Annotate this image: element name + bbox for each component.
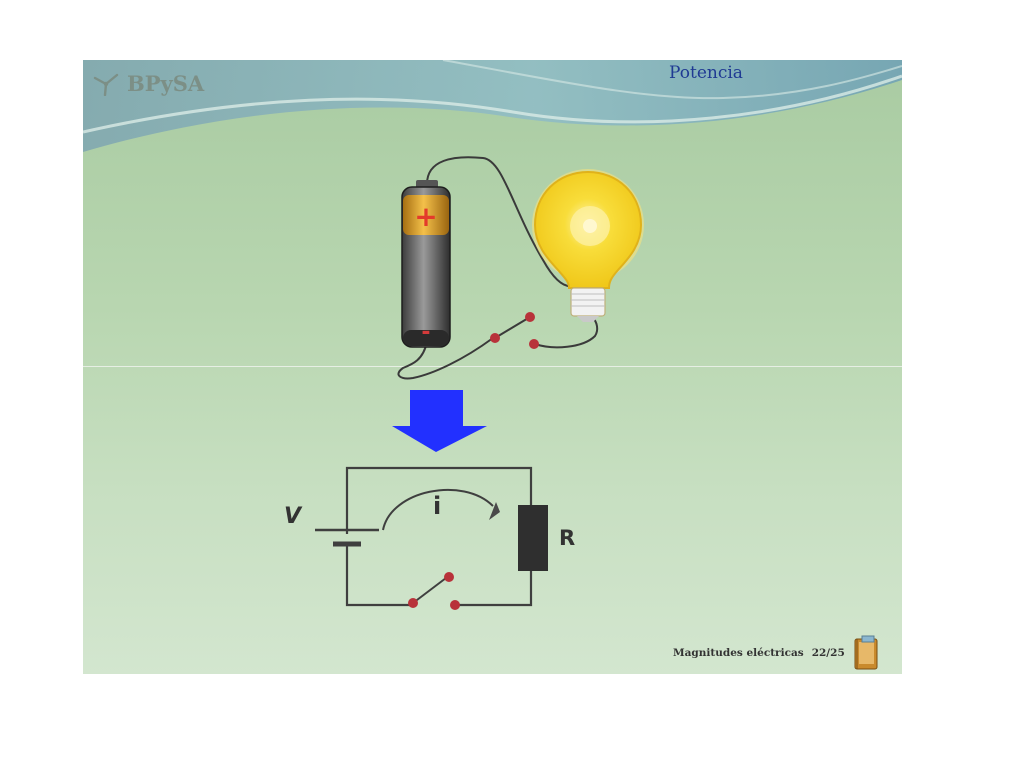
footer: Magnitudes eléctricas 22/25 (673, 634, 881, 672)
circuit-diagram: + - (315, 156, 644, 610)
voltage-label: V (284, 504, 302, 529)
picture-wires (397, 156, 599, 380)
current-direction-arrow (382, 488, 500, 531)
battery-plus-icon: + (414, 200, 437, 233)
schematic-switch-icon (408, 572, 460, 610)
battery-minus-icon: - (421, 320, 430, 345)
header-wave-band (83, 60, 902, 152)
footer-caption: Magnitudes eléctricas (673, 647, 804, 659)
picture-switch-icon (490, 312, 539, 349)
current-label: i (433, 492, 442, 520)
resistor-symbol-icon (518, 505, 548, 571)
schematic-wires (345, 466, 533, 607)
book-icon (854, 635, 878, 670)
down-arrow-icon (392, 390, 487, 452)
resistor-label: R (559, 526, 576, 550)
logo-icon (93, 73, 119, 96)
light-bulb-icon (532, 169, 644, 322)
battery-icon (401, 180, 451, 348)
divider (83, 366, 902, 367)
logo-text: BPySA (127, 70, 205, 96)
page-number: 22/25 (811, 647, 845, 659)
battery-symbol-icon (315, 528, 379, 547)
logo: BPySA (91, 70, 204, 96)
slide-title: Potencia (669, 63, 743, 83)
slide: BPySA Potencia (83, 60, 902, 674)
